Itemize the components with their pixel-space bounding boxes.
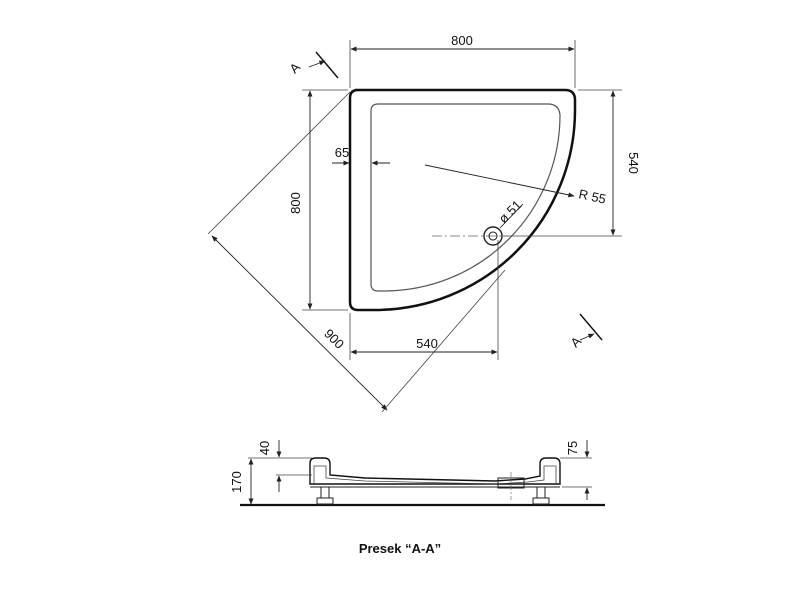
section-marker-bottom: A [567,313,603,350]
dim-drain-diameter: ø 51 [496,197,525,226]
tray-section-inner [313,465,557,485]
section-caption: Presek “A-A” [358,541,442,556]
leg-left [316,486,334,505]
leg-right [532,486,550,505]
section-marker-top: A [286,51,339,79]
dim-bottom-width: 540 [416,336,438,351]
section-label-top: A [286,59,303,76]
dim-total-height: 170 [229,471,244,493]
tray-inner-outline [370,103,561,292]
extension-lines [207,40,622,413]
dim-top-width: 800 [451,33,473,48]
dim-rim-height: 40 [257,441,272,455]
dim-line-diagonal [211,235,388,411]
section-label-bottom: A [567,333,584,350]
section-view: 170 40 75 [229,440,605,507]
dim-radius: R 55 [577,186,607,206]
dim-rim-width: 65 [335,145,349,160]
drain-outer-ring [483,226,503,246]
tray-outer-outline [348,88,577,312]
dim-tray-height: 75 [565,441,580,455]
dim-line-drain [499,203,524,229]
tray-section-profile [309,457,561,485]
drain-inner-ring [488,231,498,241]
dim-right-height: 540 [626,152,641,174]
plan-view: 800 800 540 540 65 R 55 ø 51 900 [207,33,641,413]
dim-left-height: 800 [288,192,303,214]
dim-line-radius [424,164,575,198]
